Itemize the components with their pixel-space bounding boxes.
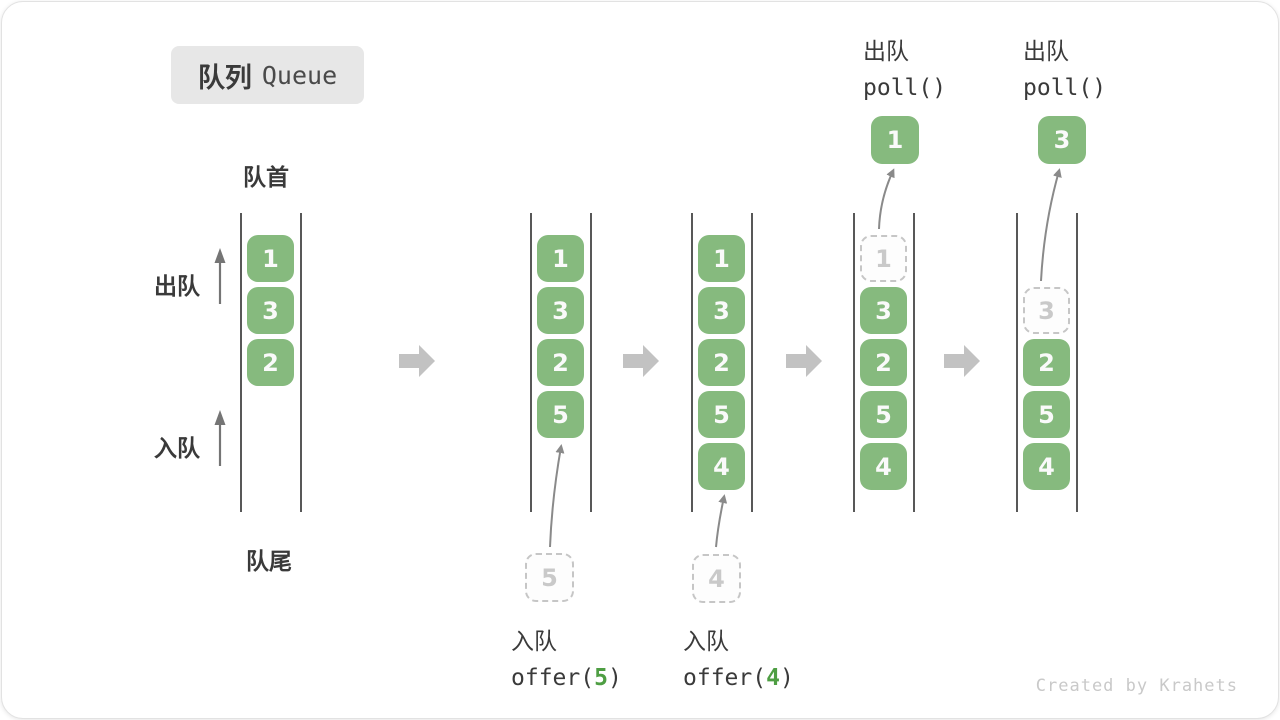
queue-front-label: 队首 [243,165,289,191]
next-step-arrow-icon [623,345,659,377]
queue-rail [590,213,592,512]
queue-rail [530,213,532,512]
queue-item: 3 [537,287,584,334]
enqueue-curved-arrow-icon [715,494,728,548]
title-zh: 队列 [197,62,252,94]
queue-item: 2 [860,339,907,386]
queue-item: 4 [860,443,907,490]
code-arg: 4 [766,665,780,691]
queue-rail [1016,213,1018,512]
enqueue-op-label: 入队 offer(4) [683,622,794,691]
next-step-arrow-icon [944,345,980,377]
queue-item: 3 [860,287,907,334]
code-pre: offer( [683,665,767,691]
next-step-arrow-icon [399,345,435,377]
queue-item: 2 [537,339,584,386]
dequeue-curved-arrow-icon [878,168,895,230]
op-code-text: offer(4) [683,665,794,691]
code-arg: 5 [594,665,608,691]
polled-item: 1 [871,116,919,164]
watermark-text: Created by Krahets [1035,676,1238,696]
enqueue-curved-arrow-icon [549,444,565,548]
queue-item: 2 [1023,339,1070,386]
queue-item: 1 [247,235,294,282]
queue-item: 3 [698,287,745,334]
title-box: 队列 Queue [171,46,364,104]
enqueue-up-arrow-icon [214,410,226,466]
pending-item: 5 [525,553,574,602]
title-en: Queue [261,60,338,90]
enqueue-op-label: 入队 offer(5) [511,622,622,691]
queue-item: 4 [698,443,745,490]
op-code-text: offer(5) [511,665,622,691]
queue-item: 5 [537,391,584,438]
dequeue-op-label: 出队 poll() [863,32,946,101]
queue-item: 5 [1023,391,1070,438]
pending-item: 4 [692,554,741,603]
code-post: ) [607,665,622,691]
queue-rail [913,213,915,512]
removed-item-slot: 3 [1023,287,1070,334]
dequeue-up-arrow-icon [214,248,226,304]
queue-item: 1 [537,235,584,282]
queue-item: 5 [698,391,745,438]
queue-rail [300,213,302,512]
queue-item: 1 [698,235,745,282]
code-pre: offer( [511,665,595,691]
code-post: ) [779,665,794,691]
op-code-text: poll() [1023,75,1107,101]
removed-item-slot: 1 [860,235,907,282]
next-step-arrow-icon [786,345,822,377]
dequeue-curved-arrow-icon [1040,168,1062,282]
op-action-text: 出队 [863,39,909,65]
op-action-text: 入队 [511,629,557,655]
op-action-text: 出队 [1023,39,1069,65]
queue-rail [1076,213,1078,512]
queue-item: 5 [860,391,907,438]
op-code-text: poll() [863,75,947,101]
dequeue-side-label: 出队 [154,274,200,300]
op-action-text: 入队 [683,629,729,655]
queue-rail [853,213,855,512]
queue-rail [240,213,242,512]
queue-item: 2 [247,339,294,386]
queue-item: 4 [1023,443,1070,490]
queue-rail [751,213,753,512]
queue-rail [691,213,693,512]
dequeue-op-label: 出队 poll() [1023,32,1106,101]
polled-item: 3 [1038,116,1086,164]
queue-item: 3 [247,287,294,334]
queue-rear-label: 队尾 [246,549,292,575]
enqueue-side-label: 入队 [154,436,200,462]
queue-item: 2 [698,339,745,386]
